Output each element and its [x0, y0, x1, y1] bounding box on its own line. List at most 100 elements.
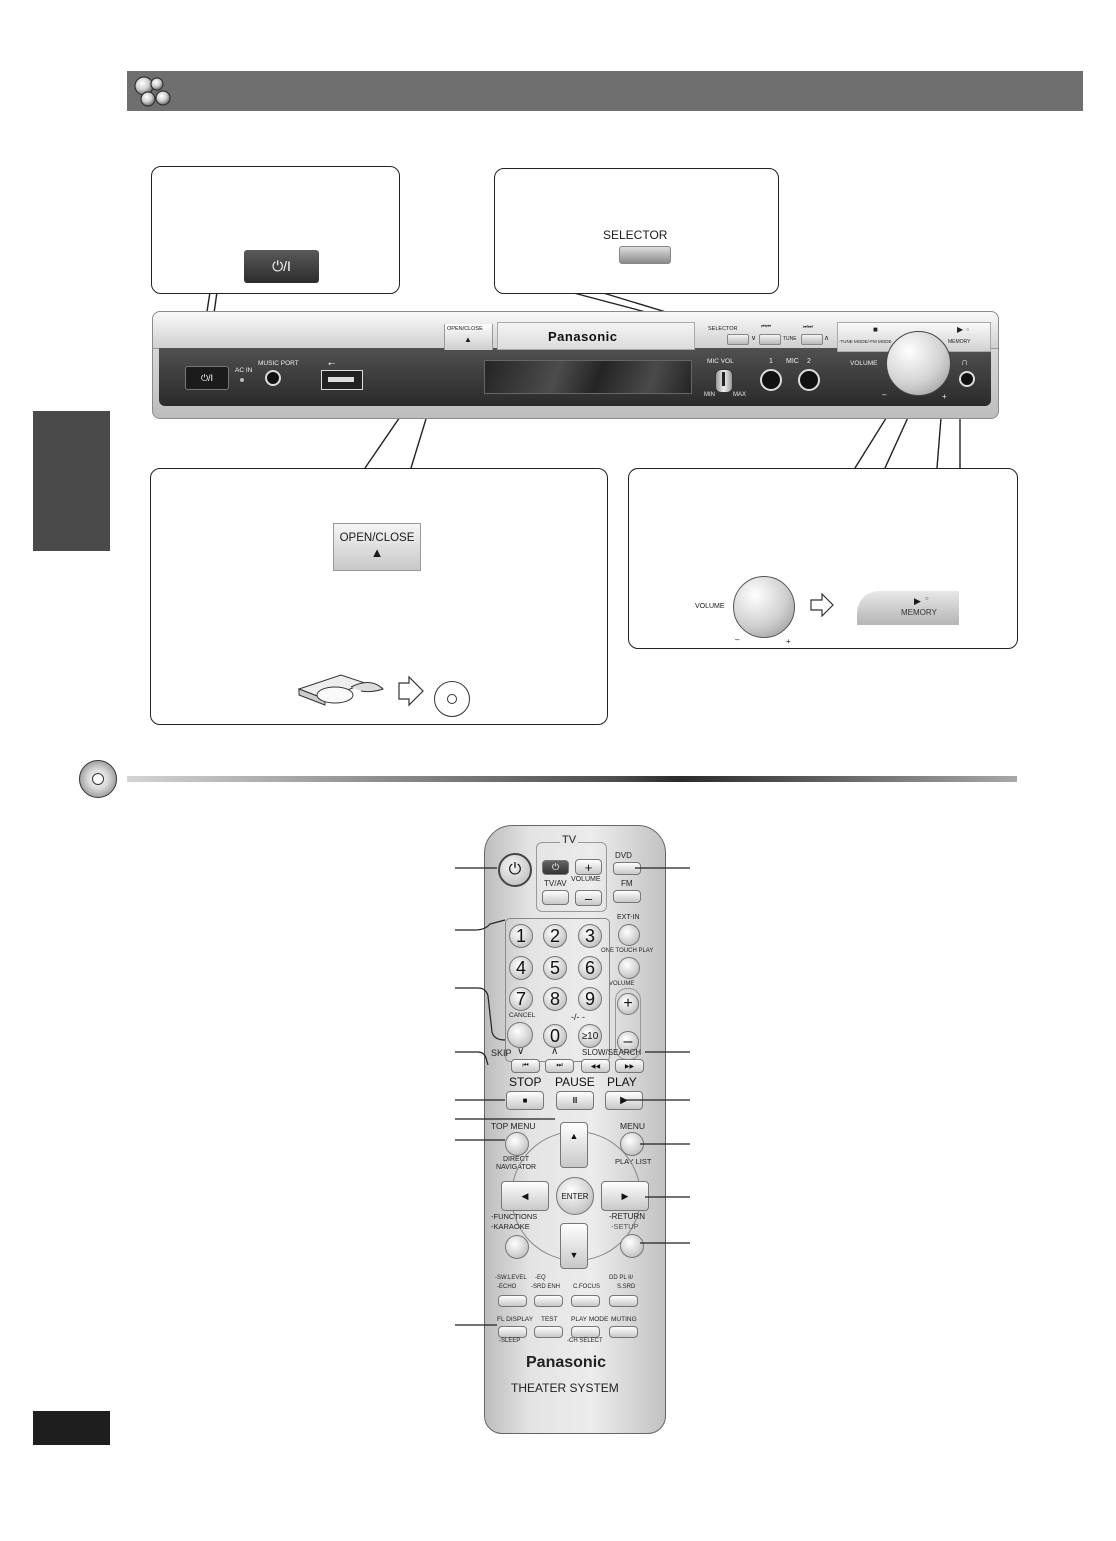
dvd-label: DVD — [615, 851, 632, 860]
dpad-left-button[interactable]: ◀ — [501, 1181, 549, 1211]
enter-button[interactable]: ENTER — [556, 1177, 594, 1215]
menu-label: MENU — [620, 1121, 646, 1131]
cancel-label: CANCEL — [509, 1012, 536, 1019]
eq-button[interactable] — [534, 1295, 563, 1307]
power-callout: ⏻/I — [151, 166, 400, 294]
volume-up-button[interactable]: + — [617, 993, 639, 1015]
unit-selector-button[interactable] — [727, 334, 749, 345]
memory-button-illustration: ▶ ○ MEMORY — [857, 591, 959, 625]
tv-label: TV — [560, 834, 579, 846]
skip-label: SKIP — [491, 1048, 512, 1058]
headphone-jack[interactable] — [959, 371, 975, 387]
unit-brand-logo: Panasonic — [548, 329, 618, 344]
pause-button[interactable]: II — [556, 1091, 594, 1110]
skip-prev-icon: ⏮ — [522, 1062, 529, 1069]
unit-volume-label: VOLUME — [850, 360, 878, 367]
unit-tune-label: TUNE — [783, 336, 797, 342]
unit-down-mark: ∨ — [751, 335, 757, 342]
echo-label: -ECHO — [497, 1284, 517, 1290]
unit-power-button[interactable]: ⏻/I — [185, 366, 229, 390]
dpad-right-button[interactable]: ▶ — [601, 1181, 649, 1211]
arrow-down-icon: ▼ — [569, 1250, 579, 1260]
functions-button[interactable] — [505, 1235, 529, 1259]
tv-av-button[interactable] — [542, 890, 569, 905]
disc-icon — [434, 681, 470, 717]
eject-icon: ▲ — [370, 545, 384, 560]
skip-up-mark: ∧ — [551, 1046, 559, 1057]
unit-selector-label: SELECTOR — [708, 326, 738, 332]
key-8-label: 8 — [549, 988, 560, 1009]
fl-display-button[interactable] — [498, 1326, 527, 1338]
key-9[interactable]: 9 — [578, 987, 602, 1011]
c-focus-button[interactable] — [571, 1295, 600, 1307]
mic-2-label: 2 — [807, 358, 811, 365]
ext-in-button[interactable] — [618, 924, 640, 946]
remote-leader-lines — [455, 867, 690, 1326]
memory-play-icon: ▶ — [914, 596, 921, 606]
key-8[interactable]: 8 — [543, 987, 567, 1011]
key-7-label: 7 — [515, 988, 526, 1009]
usb-port[interactable] — [321, 370, 363, 390]
key-5[interactable]: 5 — [543, 956, 567, 980]
key-4[interactable]: 4 — [509, 956, 533, 980]
pl2-button[interactable] — [609, 1295, 638, 1307]
key-3-label: 3 — [584, 925, 595, 946]
rewind-button[interactable]: ◀◀ — [581, 1059, 610, 1073]
key-ge10[interactable]: ≥10 — [578, 1024, 602, 1048]
volume-down-button[interactable]: – — [617, 1031, 639, 1053]
mic-2-jack[interactable] — [798, 369, 820, 391]
fast-forward-button[interactable]: ▶▶ — [615, 1059, 644, 1073]
key-7[interactable]: 7 — [509, 987, 533, 1011]
unit-open-close-button[interactable]: OPEN/CLOSE ▲ — [444, 324, 493, 350]
volume-caption: VOLUME — [695, 603, 725, 610]
dpad-down-button[interactable]: ▼ — [560, 1223, 588, 1269]
key-9-label: 9 — [584, 988, 595, 1009]
enter-label: ENTER — [561, 1191, 589, 1201]
key-0[interactable]: 0 — [543, 1024, 567, 1048]
sw-level-button[interactable] — [498, 1295, 527, 1307]
key-6[interactable]: 6 — [578, 956, 602, 980]
tv-volume-up-button[interactable]: + — [575, 859, 602, 875]
key-1[interactable]: 1 — [509, 924, 533, 948]
volume-label: VOLUME — [609, 981, 635, 987]
test-button[interactable] — [534, 1326, 563, 1338]
key-3[interactable]: 3 — [578, 924, 602, 948]
remote-power-button[interactable]: ⏻ — [498, 853, 532, 887]
open-close-callout: OPEN/CLOSE ▲ — [150, 468, 608, 725]
top-menu-label: TOP MENU — [491, 1121, 536, 1131]
key-4-label: 4 — [515, 957, 526, 978]
unit-tune-up-button[interactable] — [801, 334, 823, 345]
fm-button[interactable] — [613, 890, 641, 903]
dpad-up-button[interactable]: ▲ — [560, 1122, 588, 1168]
muting-button[interactable] — [609, 1326, 638, 1338]
side-tab — [33, 411, 110, 551]
play-mode-button[interactable] — [571, 1326, 600, 1338]
unit-volume-knob[interactable] — [886, 331, 951, 396]
volume-knob-illustration — [733, 576, 795, 638]
cancel-button[interactable] — [507, 1022, 533, 1048]
volume-plus-icon: + — [623, 995, 633, 1012]
skip-prev-button[interactable]: ⏮ — [511, 1059, 540, 1073]
tv-plus-icon: + — [584, 859, 593, 875]
remote-power-icon: ⏻ — [508, 861, 522, 878]
tv-volume-down-button[interactable]: – — [575, 890, 602, 906]
one-touch-play-button[interactable] — [618, 957, 640, 979]
return-button[interactable] — [620, 1234, 644, 1258]
top-menu-button[interactable] — [505, 1132, 529, 1156]
stop-button[interactable]: ■ — [506, 1091, 544, 1110]
bubbles-icon — [134, 76, 171, 107]
music-port-jack[interactable] — [265, 370, 281, 386]
mic-vol-knob[interactable] — [715, 369, 733, 393]
unit-tune-down-button[interactable] — [759, 334, 781, 345]
main-unit: ⏻/I AC IN MUSIC PORT ⭠ OPEN/CLOSE ▲ Pana… — [152, 311, 999, 419]
skip-next-button[interactable]: ⏭ — [545, 1059, 574, 1073]
mic-min-label: MIN — [704, 392, 715, 398]
remote-brand-logo: Panasonic — [526, 1354, 607, 1371]
memory-caption: MEMORY — [901, 608, 937, 617]
volume-plus: + — [786, 637, 791, 646]
one-touch-label: ONE TOUCH PLAY — [601, 948, 654, 954]
key-2[interactable]: 2 — [543, 924, 567, 948]
mic-1-jack[interactable] — [760, 369, 782, 391]
tv-power-icon: ⏻ — [551, 862, 560, 872]
tv-power-button[interactable]: ⏻ — [542, 860, 569, 875]
